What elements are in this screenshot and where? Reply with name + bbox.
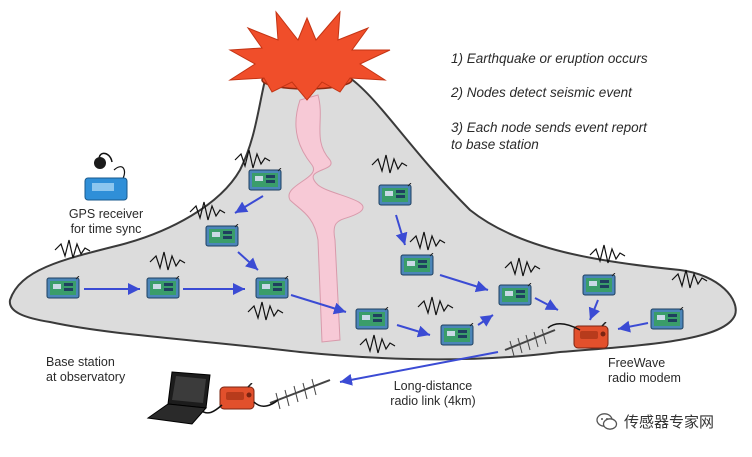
seismic-node-icon	[355, 307, 389, 330]
modem-label-line1: FreeWave	[608, 356, 666, 370]
radio-modem-icon	[219, 383, 255, 410]
modem-label-line2: radio modem	[608, 371, 681, 385]
flow-arrow	[534, 297, 559, 311]
modem-cable	[547, 323, 581, 331]
gps-label-line2: for time sync	[70, 222, 142, 236]
base-modem-cable	[253, 399, 279, 407]
flow-arrow	[290, 294, 347, 315]
seismic-node-icon	[400, 253, 434, 276]
gps-receiver-icon	[84, 152, 128, 201]
yagi-antenna-icon	[504, 328, 556, 357]
step-3-text-cont: to base station	[451, 137, 539, 152]
seismic-waves	[54, 149, 708, 354]
wechat-icon	[596, 412, 618, 430]
step-2-text: 2) Nodes detect seismic event	[451, 85, 632, 100]
flow-arrow	[396, 324, 431, 338]
radio-modem-icon	[573, 322, 609, 349]
seismic-node-icon	[255, 276, 289, 299]
modem-label: FreeWave radio modem	[608, 356, 681, 386]
seismic-wave	[189, 201, 226, 221]
seismic-wave	[359, 334, 396, 354]
seismic-wave	[149, 251, 186, 271]
seismic-node-icon	[650, 307, 684, 330]
step-3-text: 3) Each node sends event report	[451, 120, 647, 135]
magma-conduit	[288, 94, 364, 343]
seismic-wave	[247, 301, 284, 321]
seismic-wave	[409, 231, 446, 251]
seismic-node-icon	[146, 276, 180, 299]
flow-arrow	[439, 274, 489, 293]
data-flow-arrows	[84, 195, 649, 386]
flow-arrow	[237, 251, 259, 271]
flow-arrow	[477, 314, 494, 327]
laptop-icon	[146, 371, 211, 425]
flow-arrow	[339, 351, 499, 386]
seismic-node-icon	[582, 273, 616, 296]
seismic-wave	[504, 257, 541, 277]
seismic-wave	[234, 149, 271, 169]
seismic-wave	[371, 154, 408, 174]
watermark-text: 传感器专家网	[624, 413, 715, 431]
flow-arrow	[395, 214, 408, 246]
eruption-burst-icon	[228, 10, 391, 101]
radio-link-label: Long-distance radio link (4km)	[378, 379, 488, 409]
seismic-node-icon	[248, 168, 282, 191]
gps-label-line1: GPS receiver	[68, 207, 144, 221]
radio-link-label-line1: Long-distance	[393, 379, 473, 393]
yagi-antenna-icon	[269, 378, 331, 410]
seismic-wave	[589, 244, 626, 264]
seismic-wave	[54, 239, 91, 259]
seismic-wave	[417, 296, 454, 316]
step-1-text: 1) Earthquake or eruption occurs	[451, 51, 648, 66]
seismic-node-icon	[498, 283, 532, 306]
radio-link-label-line2: radio link (4km)	[390, 394, 476, 408]
seismic-node-icon	[46, 276, 80, 299]
flow-arrow	[617, 320, 649, 333]
flow-arrow	[234, 195, 264, 214]
base-station-label-line2: at observatory	[46, 370, 126, 384]
watermark: 传感器专家网	[596, 411, 714, 432]
seismic-node-icon	[440, 323, 474, 346]
seismic-node-icon	[378, 183, 412, 206]
gps-label: GPS receiver for time sync	[54, 207, 158, 237]
base-station-label: Base station at observatory	[46, 355, 125, 385]
seismic-node-icon	[205, 224, 239, 247]
base-station-label-line1: Base station	[46, 355, 115, 369]
seismic-wave	[671, 269, 708, 289]
flow-arrow	[588, 299, 601, 321]
